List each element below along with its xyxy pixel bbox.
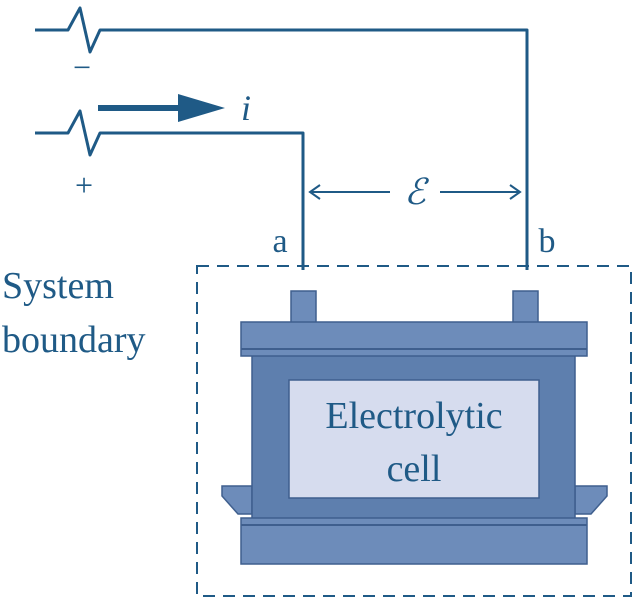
cell-label-line1: Electrolytic <box>325 395 502 437</box>
left-flange <box>221 485 253 515</box>
cell-label-panel <box>288 379 540 499</box>
current-arrow <box>98 94 225 122</box>
positive-wire <box>35 109 305 270</box>
right-flange <box>574 485 608 515</box>
system-boundary-label-line1: System <box>2 265 114 307</box>
system-boundary <box>196 265 632 597</box>
terminal-b-label: b <box>539 223 556 260</box>
emf-label: ℰ <box>404 172 429 212</box>
system-boundary-label-line2: boundary <box>2 319 146 361</box>
terminal-a <box>290 290 317 325</box>
emf-dimension-arrow <box>308 184 522 200</box>
negative-wire <box>35 6 529 270</box>
cell-lid <box>240 321 588 357</box>
electrolytic-cell <box>221 290 608 565</box>
minus-sign: − <box>73 49 91 85</box>
plus-sign: + <box>75 167 93 203</box>
terminal-b <box>512 290 539 325</box>
current-label: i <box>241 88 251 128</box>
terminal-a-label: a <box>272 223 287 260</box>
cell-label-line2: cell <box>387 448 442 490</box>
